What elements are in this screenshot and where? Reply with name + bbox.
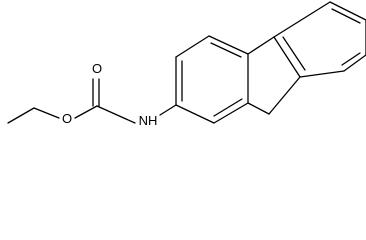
ring3-bond-2 — [329, 1, 366, 21]
bond-carbonyl-nh — [96, 105, 136, 124]
bond-ch3-ch2 — [7, 107, 35, 124]
ring3-bond-4-inner — [341, 52, 361, 66]
fluorene-carbamate-structure: O O NH — [7, 1, 366, 128]
nh-label: NH — [139, 113, 158, 128]
carbonyl-oxygen-label: O — [92, 61, 102, 76]
carbamate-group — [74, 78, 177, 124]
fluorene-right-ring — [273, 1, 366, 78]
ring2-bond-ch2-right — [268, 76, 301, 115]
ring3-bond-2-inner — [331, 8, 361, 24]
ester-oxygen-label: O — [62, 111, 72, 126]
ring3-bond-6-inner — [282, 36, 306, 71]
ring1-bond-5-inner — [213, 98, 243, 117]
ring1-bond-5 — [213, 102, 249, 124]
ring2-bond-ch2-left — [247, 102, 270, 115]
ring1-bond-3-inner — [210, 42, 242, 58]
ethyl-group — [7, 107, 60, 124]
bond-o-ester-carbonyl — [74, 105, 98, 119]
ring3-bond-5 — [299, 70, 345, 78]
fluorene-left-ring — [175, 35, 249, 124]
ring3-bond-1 — [273, 1, 331, 38]
ring1-bond-2 — [175, 35, 210, 58]
ring2-bond-top — [247, 36, 275, 55]
bond-nh-ring — [159, 104, 177, 116]
ring3-bond-6 — [273, 36, 301, 78]
ring1-bond-3 — [208, 35, 249, 55]
ring3-bond-4 — [343, 54, 366, 72]
bond-ch2-o-ester — [33, 107, 60, 119]
fluorene-five-ring — [247, 36, 301, 115]
ring1-bond-6 — [175, 104, 215, 124]
